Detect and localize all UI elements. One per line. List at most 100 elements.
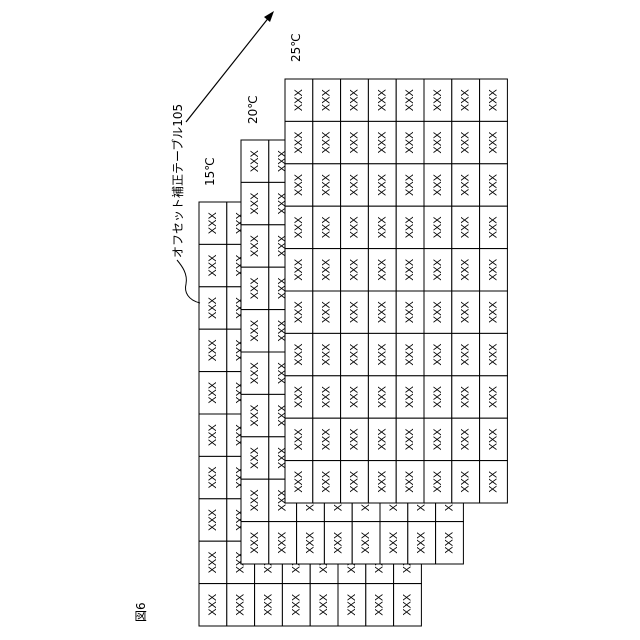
table-cell: XXX <box>338 584 366 626</box>
table-cell: XXX <box>341 376 369 418</box>
table-cell: XXX <box>313 461 341 503</box>
svg-text:XXX: XXX <box>376 301 388 324</box>
svg-text:XXX: XXX <box>349 131 361 154</box>
svg-text:XXX: XXX <box>349 428 361 451</box>
table-cell: XXX <box>368 121 396 163</box>
table-cell: XXX <box>480 79 508 121</box>
table-cell: XXX <box>396 418 424 460</box>
table-cell: XXX <box>396 333 424 375</box>
table-cell: XXX <box>241 352 269 394</box>
table-cell: XXX <box>396 79 424 121</box>
table-cell: XXX <box>452 121 480 163</box>
svg-text:XXX: XXX <box>432 89 444 112</box>
table-cell: XXX <box>368 291 396 333</box>
svg-text:XXX: XXX <box>349 173 361 196</box>
svg-text:XXX: XXX <box>432 385 444 408</box>
svg-text:XXX: XXX <box>207 339 219 362</box>
table-cell: XXX <box>452 164 480 206</box>
table-cell: XXX <box>310 584 338 626</box>
svg-text:XXX: XXX <box>404 131 416 154</box>
svg-text:XXX: XXX <box>293 173 305 196</box>
svg-text:XXX: XXX <box>249 234 261 257</box>
svg-text:XXX: XXX <box>346 593 358 616</box>
table-cell: XXX <box>480 164 508 206</box>
svg-text:XXX: XXX <box>249 362 261 385</box>
table-cell: XXX <box>199 329 227 371</box>
svg-text:XXX: XXX <box>488 385 500 408</box>
svg-text:XXX: XXX <box>349 385 361 408</box>
svg-text:XXX: XXX <box>376 470 388 493</box>
table-cell: XXX <box>341 79 369 121</box>
temp-label-20: 20℃ <box>246 95 260 124</box>
svg-text:XXX: XXX <box>277 531 289 554</box>
svg-text:XXX: XXX <box>376 258 388 281</box>
table-cell: XXX <box>285 206 313 248</box>
svg-text:XXX: XXX <box>488 216 500 239</box>
table-cell: XXX <box>424 249 452 291</box>
table-cell: XXX <box>452 376 480 418</box>
callout-leader <box>177 260 200 303</box>
svg-text:XXX: XXX <box>488 89 500 112</box>
svg-text:XXX: XXX <box>293 89 305 112</box>
table-cell: XXX <box>313 206 341 248</box>
svg-text:XXX: XXX <box>207 424 219 447</box>
table-cell: XXX <box>396 206 424 248</box>
svg-text:XXX: XXX <box>404 301 416 324</box>
svg-text:XXX: XXX <box>249 404 261 427</box>
svg-text:XXX: XXX <box>404 343 416 366</box>
table-cell: XXX <box>313 79 341 121</box>
table-cell: XXX <box>452 79 480 121</box>
table-cell: XXX <box>424 121 452 163</box>
table-cell: XXX <box>313 164 341 206</box>
svg-text:XXX: XXX <box>321 131 333 154</box>
table-cell: XXX <box>285 376 313 418</box>
table-cell: XXX <box>341 333 369 375</box>
table-cell: XXX <box>285 249 313 291</box>
table-cell: XXX <box>480 121 508 163</box>
svg-text:XXX: XXX <box>321 343 333 366</box>
svg-text:XXX: XXX <box>293 258 305 281</box>
table-cell: XXX <box>480 418 508 460</box>
table-cell: XXX <box>368 461 396 503</box>
svg-text:XXX: XXX <box>460 343 472 366</box>
svg-text:XXX: XXX <box>249 192 261 215</box>
table-cell: XXX <box>285 333 313 375</box>
svg-text:XXX: XXX <box>376 343 388 366</box>
table-cell: XXX <box>199 584 227 626</box>
increase-arrow-head <box>264 11 274 22</box>
svg-text:XXX: XXX <box>432 428 444 451</box>
svg-text:XXX: XXX <box>207 381 219 404</box>
svg-text:XXX: XXX <box>376 428 388 451</box>
table-cell: XXX <box>199 287 227 329</box>
svg-text:XXX: XXX <box>488 131 500 154</box>
table-cell: XXX <box>241 140 269 182</box>
table-cell: XXX <box>285 291 313 333</box>
svg-text:XXX: XXX <box>432 301 444 324</box>
svg-text:XXX: XXX <box>207 551 219 574</box>
svg-text:XXX: XXX <box>207 254 219 277</box>
svg-text:XXX: XXX <box>488 173 500 196</box>
svg-text:XXX: XXX <box>460 131 472 154</box>
svg-text:XXX: XXX <box>207 296 219 319</box>
table-cell: XXX <box>341 418 369 460</box>
svg-text:XXX: XXX <box>349 216 361 239</box>
svg-text:XXX: XXX <box>249 150 261 173</box>
svg-text:XXX: XXX <box>388 531 400 554</box>
table-cell: XXX <box>241 310 269 352</box>
table-cell: XXX <box>199 499 227 541</box>
table-cell: XXX <box>480 333 508 375</box>
svg-text:XXX: XXX <box>321 470 333 493</box>
svg-text:XXX: XXX <box>376 385 388 408</box>
svg-text:XXX: XXX <box>349 343 361 366</box>
table-cell: XXX <box>199 456 227 498</box>
svg-text:XXX: XXX <box>349 89 361 112</box>
svg-text:XXX: XXX <box>249 531 261 554</box>
table-cell: XXX <box>199 372 227 414</box>
svg-text:XXX: XXX <box>249 277 261 300</box>
table-cell: XXX <box>424 164 452 206</box>
svg-text:XXX: XXX <box>432 343 444 366</box>
table-cell: XXX <box>241 479 269 521</box>
table-cell: XXX <box>269 522 297 564</box>
table-cell: XXX <box>313 333 341 375</box>
